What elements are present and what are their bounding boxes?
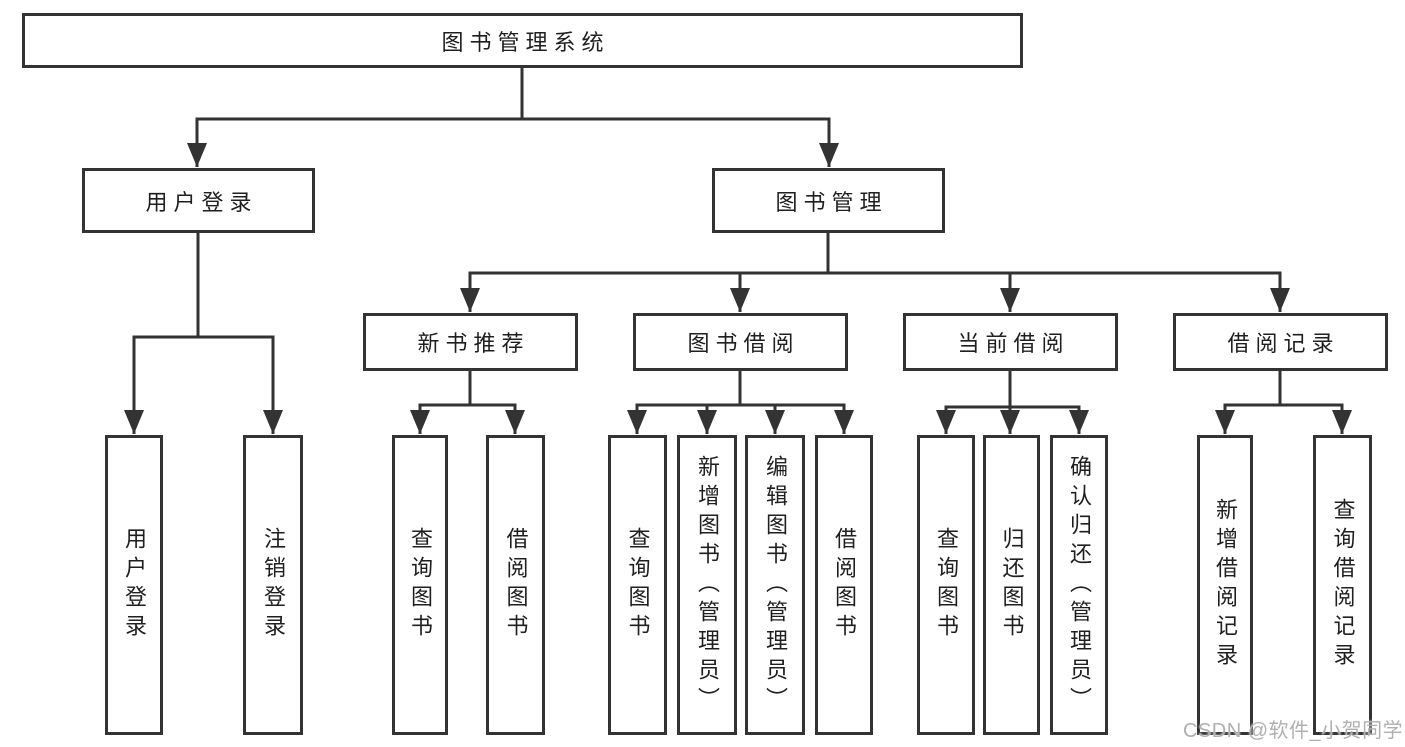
connector-book-borrow-to-leaves: [627, 371, 854, 434]
node-add-borrow-record: 新增借阅记录: [1197, 435, 1253, 735]
node-book-management-branch: 图书管理: [712, 168, 945, 233]
node-label: 图书借阅: [687, 331, 800, 356]
node-add-book-admin: 新增图书（管理员）: [677, 435, 737, 735]
node-label: 图书管理: [775, 189, 888, 215]
node-current-borrow: 当前借阅: [903, 313, 1118, 371]
node-label: 借阅记录: [1227, 331, 1340, 356]
node-confirm-return-admin: 确认归还（管理员）: [1050, 435, 1108, 735]
node-borrow-records: 借阅记录: [1173, 313, 1388, 371]
node-edit-book-admin: 编辑图书（管理员）: [745, 435, 805, 735]
node-label: 新增借阅记录: [1213, 498, 1238, 672]
node-root-label: 图书管理系统: [441, 29, 610, 55]
connector-user-login-to-leaves: [124, 233, 283, 434]
node-query-books-recommend: 查询图书: [392, 435, 448, 735]
node-logout-leaf: 注销登录: [243, 435, 303, 735]
node-label: 借阅图书: [832, 527, 857, 643]
node-label: 新书推荐: [417, 331, 530, 356]
node-label: 借阅图书: [503, 527, 529, 643]
connector-root-to-level2: [187, 68, 839, 167]
connector-borrow-records-to-leaves: [1215, 371, 1352, 434]
node-label: 编辑图书（管理员）: [763, 454, 788, 716]
node-label: 查询图书: [625, 527, 651, 643]
node-borrow-books-leaf: 借阅图书: [815, 435, 873, 735]
node-query-borrow-record: 查询借阅记录: [1313, 435, 1372, 735]
node-label: 注销登录: [261, 527, 286, 643]
node-label: 当前借阅: [957, 331, 1070, 356]
node-label: 查询图书: [934, 527, 959, 643]
node-label: 确认归还（管理员）: [1067, 454, 1092, 716]
node-label: 查询借阅记录: [1330, 498, 1356, 672]
watermark: CSDN @软件_小贺同学: [1183, 720, 1404, 742]
node-book-borrow: 图书借阅: [633, 313, 848, 371]
node-label: 新增图书（管理员）: [695, 454, 720, 716]
node-query-books-current: 查询图书: [917, 435, 975, 735]
node-query-books-borrow: 查询图书: [608, 435, 667, 735]
connector-new-book-recommend-to-leaves: [410, 371, 525, 434]
node-label: 查询图书: [408, 527, 433, 643]
node-new-book-recommend: 新书推荐: [363, 313, 578, 371]
node-user-login-branch: 用户登录: [82, 168, 315, 233]
node-borrow-books-recommend: 借阅图书: [486, 435, 545, 735]
node-return-books: 归还图书: [983, 435, 1040, 735]
connector-book-management-to-level3: [460, 233, 1290, 312]
node-user-login-leaf: 用户登录: [105, 435, 163, 735]
node-label: 用户登录: [122, 527, 147, 643]
node-root: 图书管理系统: [22, 13, 1023, 68]
connector-current-borrow-to-leaves: [936, 371, 1089, 434]
node-label: 用户登录: [145, 189, 258, 215]
node-label: 归还图书: [999, 527, 1025, 643]
